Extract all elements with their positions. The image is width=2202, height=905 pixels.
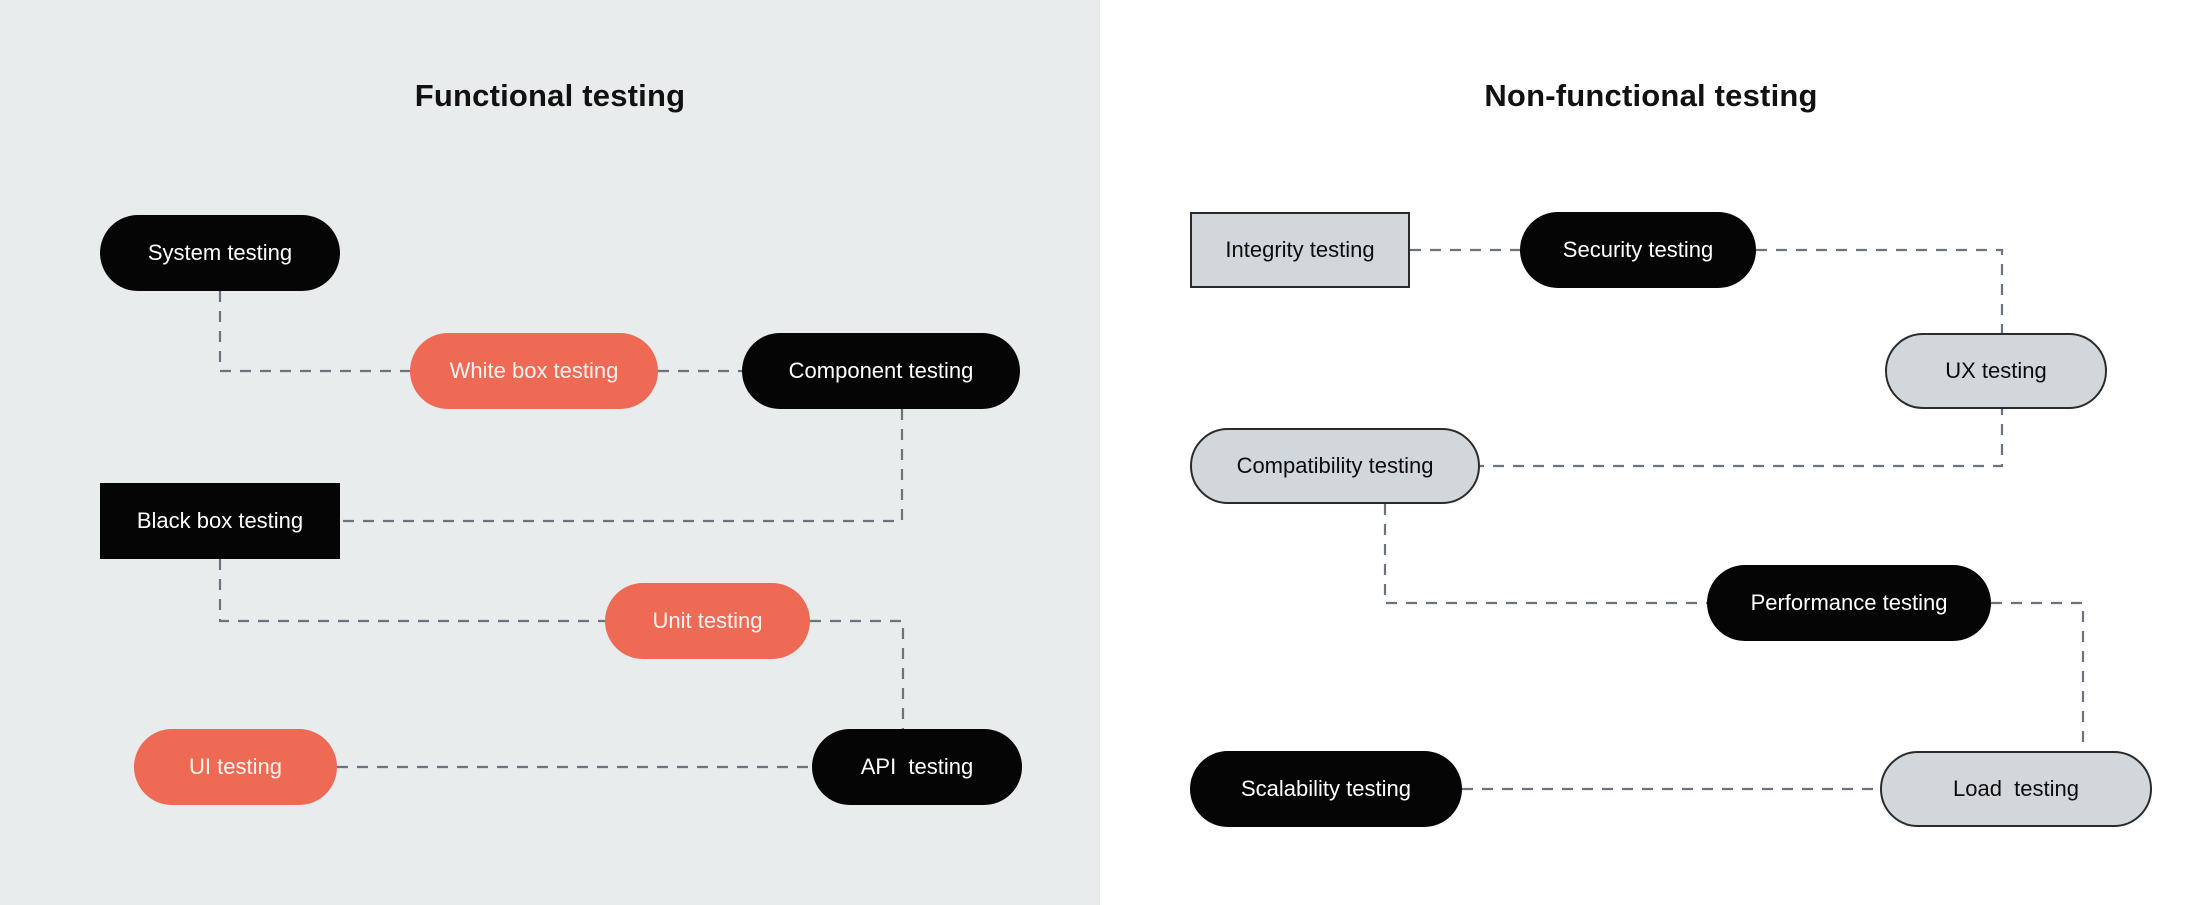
node-load[interactable]: Load testing — [1880, 751, 2152, 827]
node-component[interactable]: Component testing — [742, 333, 1020, 409]
node-label-security: Security testing — [1562, 236, 1714, 262]
node-label-load: Load testing — [1953, 775, 2079, 801]
node-label-unit: Unit testing — [652, 607, 763, 633]
node-security[interactable]: Security testing — [1520, 212, 1756, 288]
node-label-ui: UI testing — [189, 753, 282, 779]
node-scalability[interactable]: Scalability testing — [1190, 751, 1462, 827]
node-performance[interactable]: Performance testing — [1707, 565, 1991, 641]
node-label-component: Component testing — [788, 357, 974, 383]
node-label-scalability: Scalability testing — [1241, 775, 1411, 801]
node-system[interactable]: System testing — [100, 215, 340, 291]
node-whitebox[interactable]: White box testing — [410, 333, 658, 409]
node-integrity[interactable]: Integrity testing — [1190, 212, 1410, 288]
node-ui[interactable]: UI testing — [134, 729, 337, 805]
node-api[interactable]: API testing — [812, 729, 1022, 805]
node-ux[interactable]: UX testing — [1885, 333, 2107, 409]
node-label-integrity: Integrity testing — [1225, 236, 1375, 262]
panel-title-non-functional: Non-functional testing — [1484, 78, 1818, 113]
node-blackbox[interactable]: Black box testing — [100, 483, 340, 559]
node-compatibility[interactable]: Compatibility testing — [1190, 428, 1480, 504]
node-label-system: System testing — [147, 239, 293, 265]
node-label-compatibility: Compatibility testing — [1236, 452, 1434, 478]
node-label-blackbox: Black box testing — [136, 507, 304, 533]
node-label-whitebox: White box testing — [449, 357, 619, 383]
node-unit[interactable]: Unit testing — [605, 583, 810, 659]
node-label-performance: Performance testing — [1750, 589, 1948, 615]
node-label-api: API testing — [860, 753, 974, 779]
node-label-ux: UX testing — [1945, 357, 2047, 383]
panel-title-functional: Functional testing — [414, 78, 686, 113]
